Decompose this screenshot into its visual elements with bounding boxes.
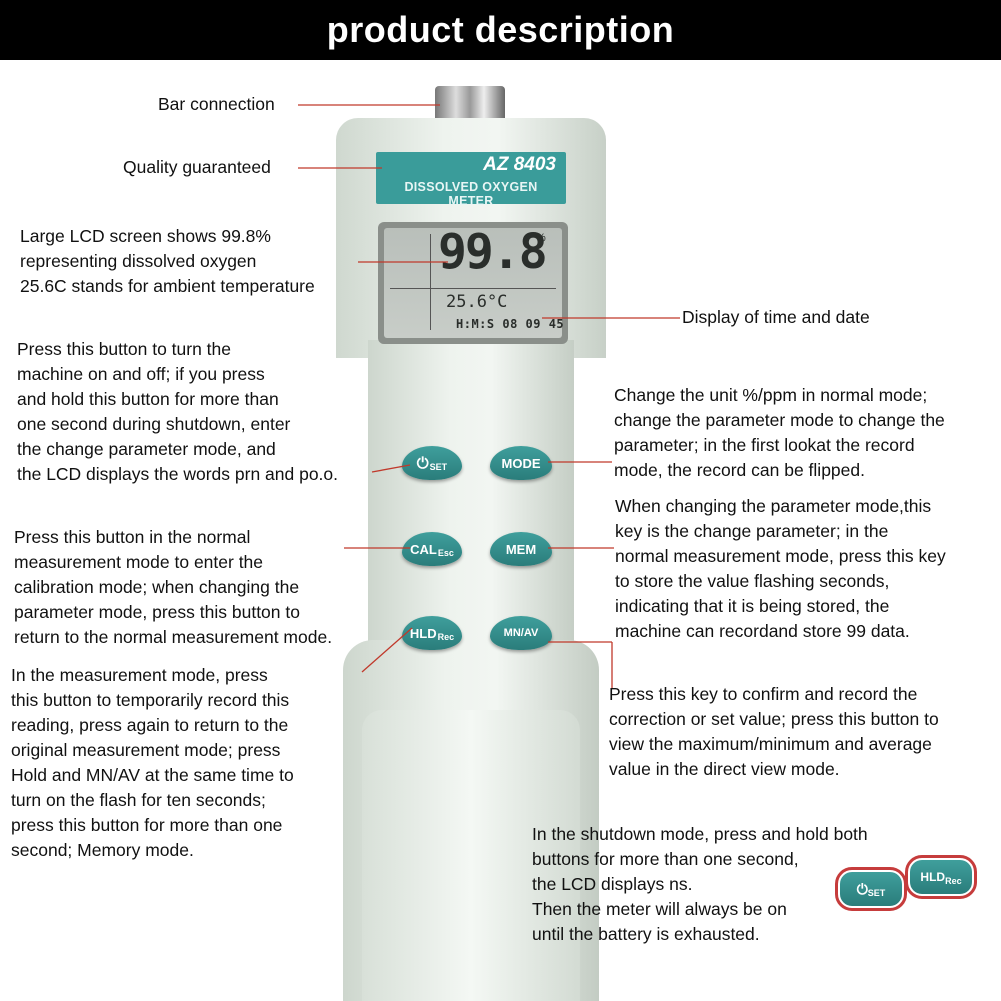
cal-button-label: CAL [410, 541, 437, 557]
meter-name: DISSOLVED OXYGEN METER [404, 180, 538, 208]
hld-rec-sub-label: Rec [945, 876, 962, 886]
bar-connector [435, 86, 505, 124]
lcd-time: H:M:S 08 09 45 [456, 317, 565, 331]
mnav-button[interactable]: MN/AV [490, 616, 552, 650]
lcd-unit: % [536, 232, 546, 244]
annotation-mode-button: Change the unit %/ppm in normal mode; ch… [614, 385, 945, 480]
hld-button-label: HLD [409, 625, 437, 641]
lcd-reading: 99.8 [438, 224, 548, 280]
mem-button[interactable]: MEM [490, 532, 552, 566]
hld-button-label: HLD [920, 870, 946, 884]
power-set-button-illustration: ⏻SET [835, 867, 907, 911]
mnav-button-label: MN/AV [503, 627, 539, 639]
lcd-temperature: 25.6°C [446, 292, 508, 312]
power-icon: ⏻ [416, 454, 429, 472]
power-set-sub-label: SET [429, 462, 448, 472]
power-icon: ⏻ [856, 880, 868, 897]
mode-button[interactable]: MODE [490, 446, 552, 480]
annotation-lcd: Large LCD screen shows 99.8% representin… [20, 226, 315, 296]
annotation-mem-button: When changing the parameter mode,this ke… [615, 496, 946, 641]
header-bar: product description [0, 0, 1001, 60]
page-title: product description [326, 9, 675, 50]
model-plate [376, 152, 566, 204]
lcd-divider [390, 288, 556, 289]
annotation-power-button: Press this button to turn the machine on… [17, 339, 339, 484]
meter-grip [362, 710, 580, 1001]
mode-button-label: MODE [501, 455, 541, 471]
lcd-screen [384, 228, 562, 338]
annotation-time-date: Display of time and date [682, 307, 870, 327]
annotation-mnav-button: Press this key to confirm and record the… [609, 684, 939, 779]
annotation-bar-connection: Bar connection [158, 94, 275, 114]
annotation-hld-button: In the measurement mode, press this butt… [11, 665, 294, 860]
hld-rec-sub-label: Rec [437, 632, 455, 642]
power-set-button[interactable]: ⏻SET [402, 446, 462, 480]
mem-button-label: MEM [505, 541, 537, 557]
annotation-quality: Quality guaranteed [123, 157, 271, 177]
annotation-cal-button: Press this button in the normal measurem… [14, 527, 333, 647]
annotation-shutdown: In the shutdown mode, press and hold bot… [532, 824, 868, 944]
lcd-divider-vertical [430, 234, 431, 330]
meter-body-middle [368, 340, 574, 660]
power-set-sub-label: SET [867, 888, 886, 898]
model-number: AZ 8403 [483, 154, 556, 175]
cal-esc-sub-label: Esc [437, 548, 454, 558]
